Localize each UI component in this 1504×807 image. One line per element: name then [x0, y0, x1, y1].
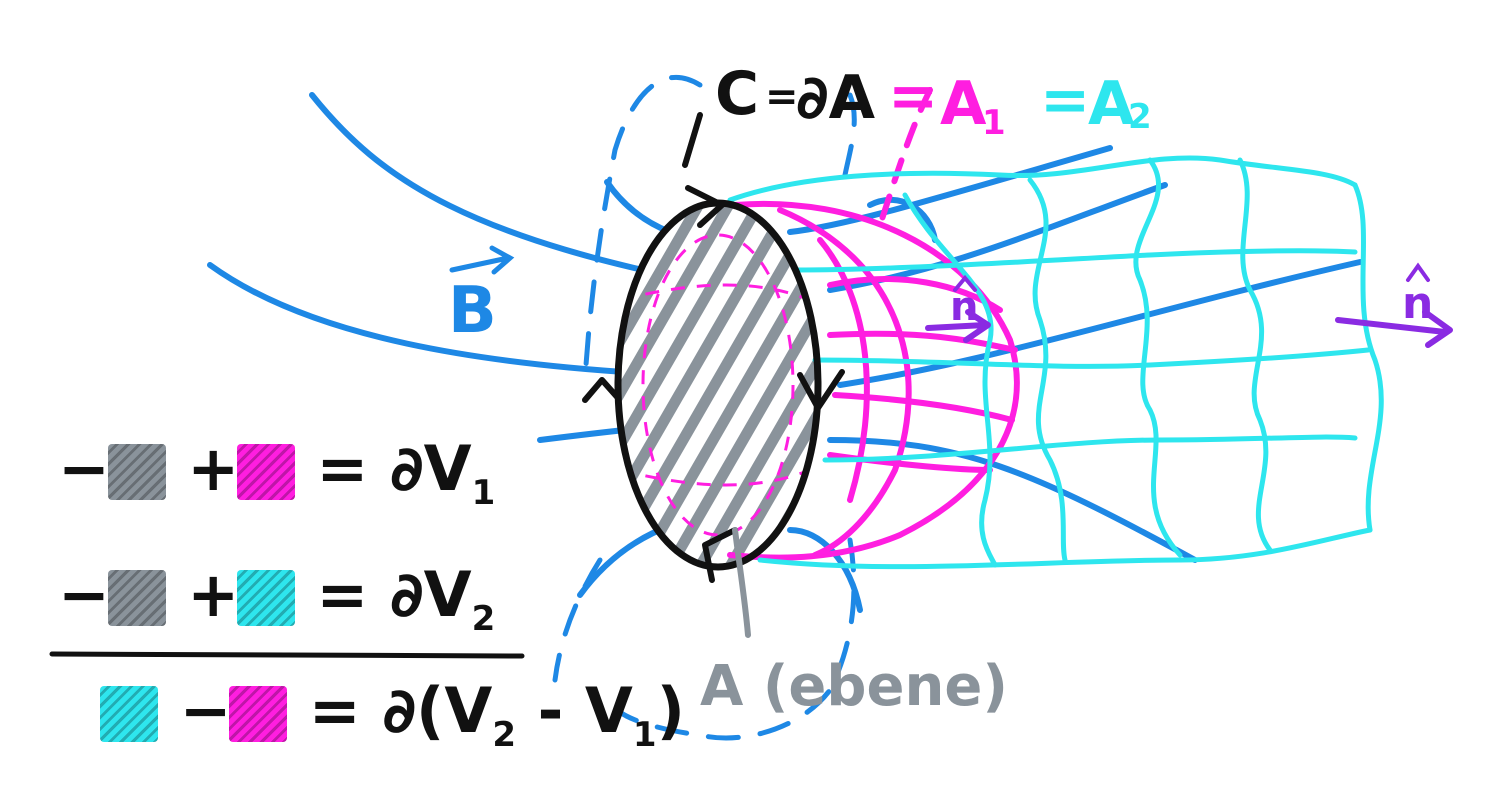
- label-b-vector: B: [448, 274, 497, 348]
- result-swatch-cyan: [100, 686, 158, 742]
- eq2-swatch-cyan: [236, 570, 295, 626]
- result-op: −: [179, 674, 232, 747]
- equation-dv1: − + = ∂V1: [58, 432, 496, 513]
- arrow-top: [685, 185, 725, 228]
- result-sub2: 1: [632, 715, 657, 755]
- eq1-rhs: = ∂V: [316, 432, 472, 505]
- title-eq3: =: [1040, 65, 1090, 135]
- normal-arrow-right: [1335, 309, 1453, 348]
- eq1-sub: 1: [471, 473, 496, 513]
- field-line-9: [827, 437, 1198, 563]
- eq1-op: +: [187, 432, 240, 505]
- equation-dv2: − + = ∂V2: [58, 558, 496, 639]
- tick-c: [682, 112, 703, 168]
- title-da: ∂A: [796, 63, 876, 133]
- surface-a2: [727, 155, 1384, 570]
- orientation-arrows: [582, 112, 845, 583]
- eq2-lead: −: [58, 558, 110, 631]
- arrow-right: [797, 369, 845, 411]
- result-rhs: = ∂(V: [308, 674, 493, 747]
- arrow-left: [582, 377, 621, 403]
- sum-divider: [49, 651, 525, 659]
- field-line-6: [787, 145, 1113, 235]
- dashed-field-loop: [552, 74, 857, 741]
- label-n-hat-right: n: [1402, 278, 1433, 329]
- eq1-lead: −: [58, 432, 110, 505]
- label-n-hat-a1: n: [950, 284, 978, 330]
- arrow-bottom: [702, 527, 738, 583]
- title-a1: A: [940, 69, 987, 139]
- title-eq1: =: [765, 74, 799, 120]
- title-c: C: [715, 59, 759, 129]
- field-line-1: [309, 92, 733, 291]
- n-hat-marks: [953, 262, 1430, 292]
- eq1-swatch-gray: [107, 444, 166, 500]
- b-arrow-mark: [449, 245, 515, 275]
- pointer-a: [732, 527, 751, 638]
- eq2-sub: 2: [471, 599, 496, 639]
- title-eq2: =: [888, 61, 938, 131]
- label-a-ebene: A (ebene): [700, 654, 1008, 719]
- eq2-swatch-gray: [107, 570, 166, 626]
- eq2-op: +: [187, 558, 240, 631]
- result-swatch-magenta: [229, 686, 288, 742]
- eq1-swatch-magenta: [236, 444, 295, 500]
- result-mid: - V: [516, 674, 633, 747]
- disc-magenta-dashes: [619, 233, 811, 537]
- normal-arrow-a1: [925, 309, 991, 343]
- title-a2-sub: 2: [1128, 97, 1152, 137]
- flat-disc-a: [618, 203, 818, 567]
- eq2-rhs: = ∂V: [316, 558, 472, 631]
- title-a1-sub: 1: [982, 103, 1006, 143]
- result-close: ): [656, 674, 685, 747]
- normal-vectors: [925, 309, 1453, 348]
- title-row: C = ∂A = A 1 = A 2: [715, 59, 1152, 143]
- title-a2: A: [1088, 69, 1135, 139]
- equation-result: − = ∂(V2 - V1): [100, 680, 685, 752]
- result-sub1: 2: [492, 715, 517, 755]
